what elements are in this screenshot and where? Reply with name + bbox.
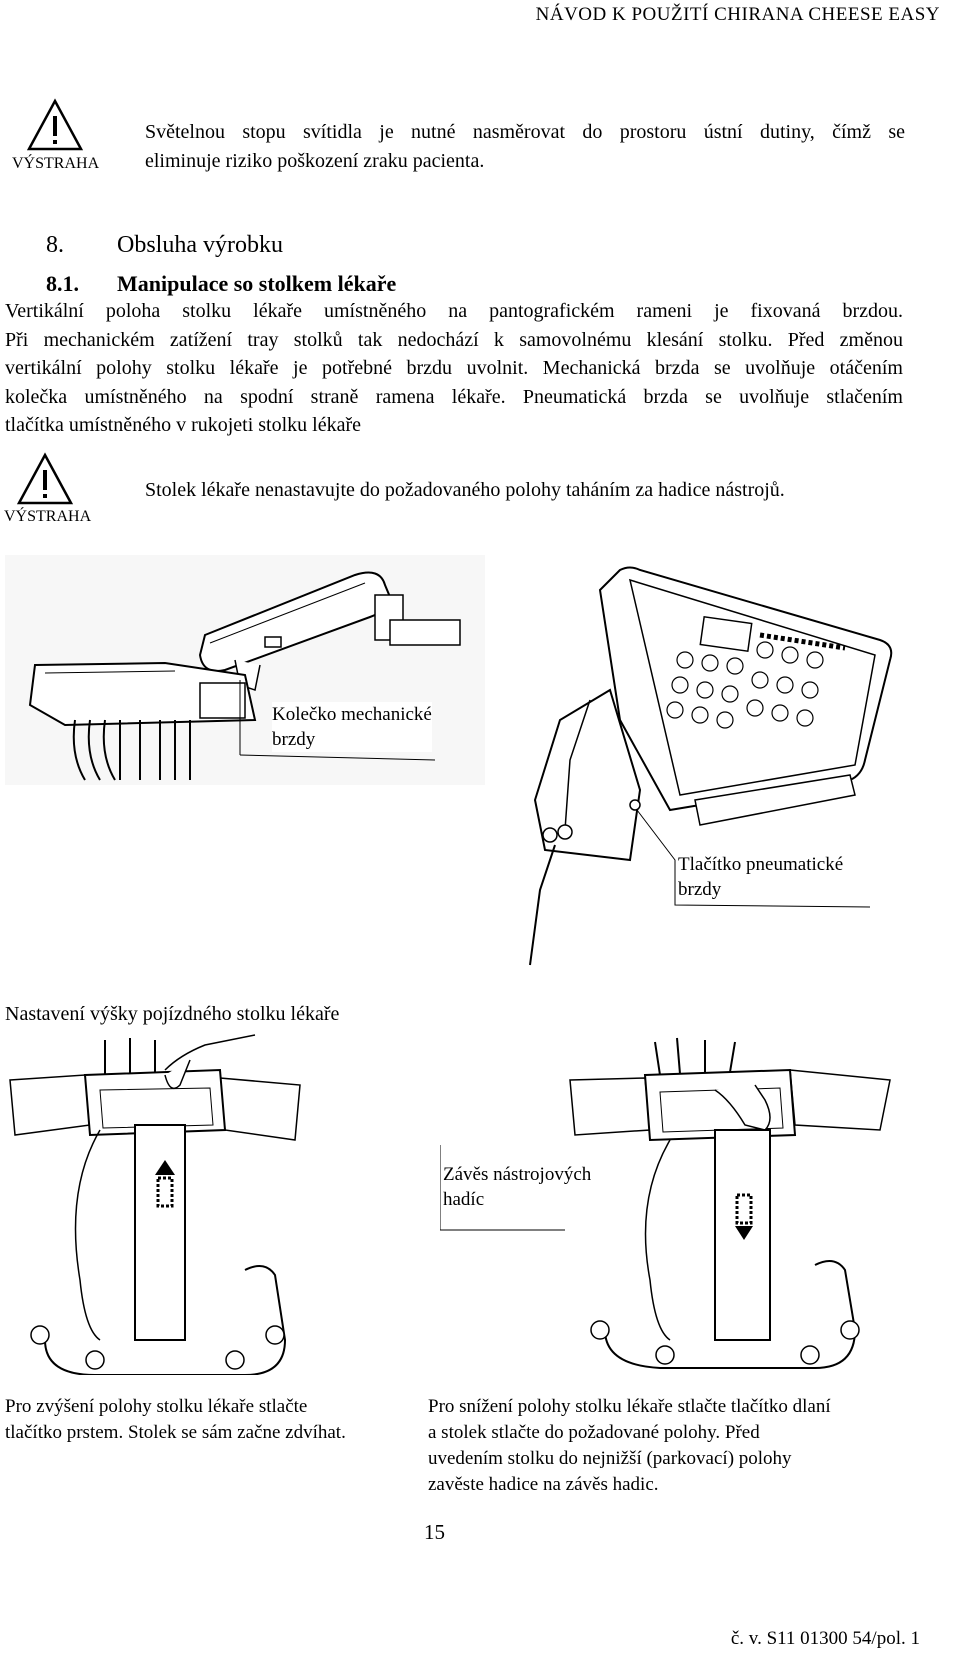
- caption-raise: Pro zvýšení polohy stolku lékaře stlačte…: [5, 1394, 405, 1446]
- warning-text: Světelnou stopu svítidla je nutné nasměr…: [145, 118, 905, 175]
- caption-line: zavěste hadice na závěs hadic.: [428, 1474, 659, 1495]
- warning-label: VÝSTRAHA: [4, 508, 92, 525]
- document-number: č. v. S11 01300 54/pol. 1: [730, 1628, 920, 1649]
- callout-pneumatic-brake: Tlačítko pneumatické brzdy: [678, 852, 844, 902]
- subsection-title: Manipulace so stolkem lékaře: [117, 271, 397, 296]
- caption-line: Pro zvýšení polohy stolku lékaře stlačte: [5, 1396, 308, 1417]
- paragraph-line: kolečka umístněného na spodní straně ram…: [5, 385, 903, 408]
- figure-title: Nastavení výšky pojízdného stolku lékaře: [5, 1003, 340, 1025]
- control-panel-illustration: [529, 566, 893, 966]
- caption-line: uvedením stolku do nejnižší (parkovací) …: [428, 1448, 792, 1469]
- callout-line: Tlačítko pneumatické: [678, 854, 844, 875]
- mobile-cart-lower-illustration: [569, 1037, 891, 1369]
- callout-line: hadíc: [443, 1189, 485, 1210]
- caption-lower: Pro snížení polohy stolku lékaře stlačte…: [428, 1394, 903, 1498]
- body-paragraph: Vertikální poloha stolku lékaře umístněn…: [5, 297, 903, 440]
- callout-line: Závěs nástrojových: [443, 1164, 592, 1185]
- subsection-number: 8.1.: [46, 271, 79, 296]
- paragraph-line: vertikální polohy stolku lékaře je potře…: [5, 357, 903, 379]
- callout-leader-line: [440, 1145, 565, 1231]
- warning-text-line: Světelnou stopu svítidla je nutné nasměr…: [145, 121, 905, 143]
- warning-icon: [26, 98, 84, 151]
- mobile-cart-raise-illustration: [9, 1034, 301, 1375]
- warning-text-line: eliminuje riziko poškození zraku pacient…: [145, 149, 485, 172]
- caption-line: tlačítko prstem. Stolek se sám začne zdv…: [5, 1422, 346, 1443]
- callout-line: Kolečko mechanické: [272, 704, 432, 725]
- paragraph-line: tlačítka umístněného v rukojeti stolku l…: [5, 414, 362, 436]
- caption-line: Pro snížení polohy stolku lékaře stlačte…: [428, 1396, 831, 1417]
- caption-line: a stolek stlačte do požadované polohy. P…: [428, 1422, 760, 1443]
- section-title: Obsluha výrobku: [117, 232, 283, 258]
- page-number: 15: [424, 1520, 445, 1544]
- callout-hose-hanger: Závěs nástrojových hadíc: [443, 1162, 592, 1212]
- warning-text: Stolek lékaře nenastavujte do požadované…: [145, 479, 785, 501]
- callout-mechanical-brake: Kolečko mechanické brzdy: [272, 702, 432, 752]
- pantograph-arm-illustration: [5, 555, 485, 785]
- paragraph-line: Vertikální poloha stolku lékaře umístněn…: [5, 300, 903, 322]
- paragraph-line: Při mechanickém zatížení tray stolků tak…: [5, 328, 903, 351]
- section-number: 8.: [46, 232, 64, 258]
- callout-line: brzdy: [272, 729, 316, 750]
- warning-icon: [16, 452, 74, 505]
- document-header: NÁVOD K POUŽITÍ CHIRANA CHEESE EASY: [535, 4, 940, 25]
- callout-line: brzdy: [678, 879, 722, 900]
- warning-label: VÝSTRAHA: [12, 155, 100, 172]
